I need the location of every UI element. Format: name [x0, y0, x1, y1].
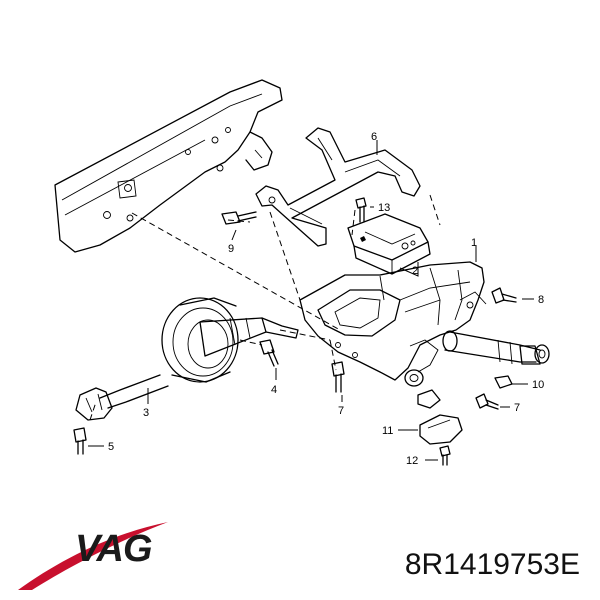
label-4: 4 [271, 384, 277, 396]
bolt-9 [221, 211, 257, 225]
label-9: 9 [228, 243, 234, 255]
screw-12 [439, 445, 451, 466]
label-7-right: 7 [514, 402, 520, 414]
mounting-lines [89, 194, 441, 421]
steering-column [299, 261, 487, 387]
bolt-7-right [475, 393, 499, 410]
vag-logo-icon [18, 522, 168, 590]
column-cap [417, 389, 463, 445]
bolt-7-lower [331, 361, 345, 393]
label-6: 6 [371, 131, 377, 143]
control-unit [347, 213, 431, 275]
label-12: 12 [406, 455, 418, 467]
crossbar-bracket [255, 127, 421, 247]
bolt-8 [491, 287, 517, 304]
body-frame [54, 79, 283, 253]
label-7-lower: 7 [338, 405, 344, 417]
label-2: 2 [412, 265, 418, 277]
steering-shaft-upper [442, 330, 550, 365]
label-11: 11 [382, 425, 393, 437]
bolt-5 [73, 427, 87, 455]
label-3: 3 [143, 407, 149, 419]
label-5: 5 [108, 441, 114, 453]
leader-lines [88, 140, 534, 461]
label-1: 1 [471, 237, 477, 249]
brand-logo-text: VAG [75, 528, 153, 570]
clip-10 [494, 375, 513, 389]
part-number: 8R1419753E [404, 548, 580, 581]
intermediate-shaft [75, 297, 299, 421]
label-13: 13 [378, 202, 390, 214]
bolt-4 [259, 339, 279, 367]
label-10: 10 [532, 379, 544, 391]
label-8: 8 [538, 294, 544, 306]
callout-labels: 6 13 9 1 2 8 4 10 3 7 7 11 5 12 [108, 131, 544, 467]
bolt-13 [355, 197, 367, 223]
